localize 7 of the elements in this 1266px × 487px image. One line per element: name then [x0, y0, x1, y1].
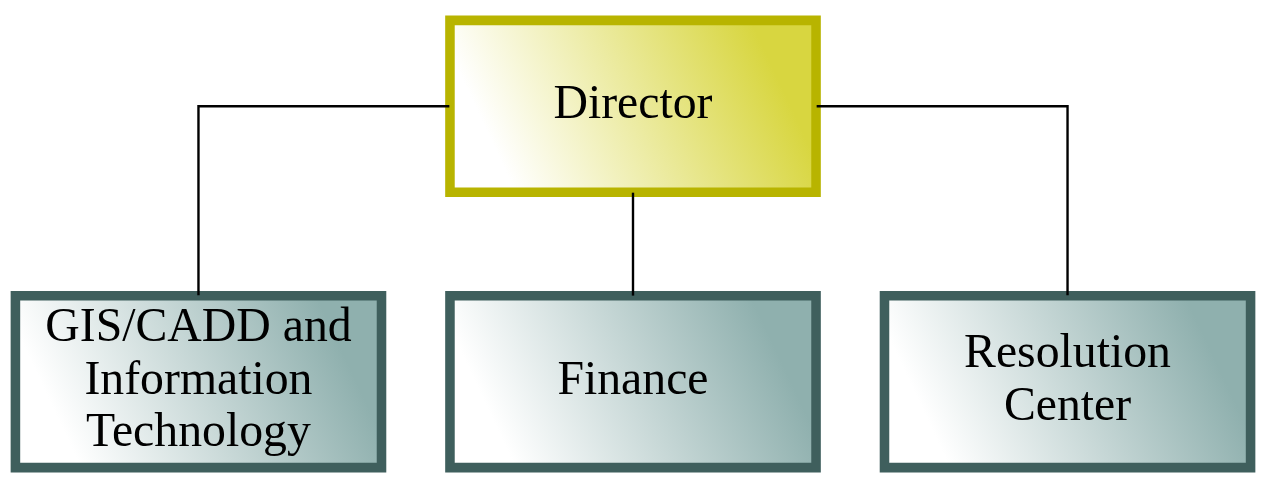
node-box: Finance — [445, 290, 821, 472]
node-box: GIS/CADD and Information Technology — [10, 290, 387, 472]
connector — [631, 192, 635, 296]
node-box: Resolution Center — [879, 290, 1256, 472]
connector — [816, 104, 1069, 295]
connector — [197, 104, 450, 295]
node-box: Director — [445, 15, 821, 197]
